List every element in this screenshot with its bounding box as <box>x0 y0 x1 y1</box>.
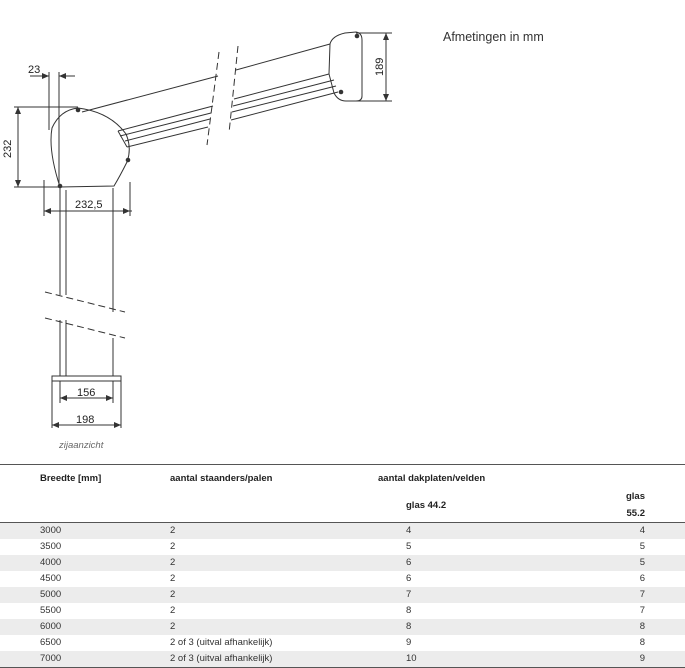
cell-glass-a: 5 <box>406 541 412 552</box>
gutter-profile <box>328 31 363 102</box>
cell-posts: 2 <box>170 541 176 552</box>
cell-posts: 2 <box>170 621 176 632</box>
roof-beam-upper <box>230 43 339 121</box>
cell-width: 4000 <box>40 557 62 568</box>
cell-width: 4500 <box>40 573 62 584</box>
cell-glass-a: 6 <box>406 573 412 584</box>
dim-head-width: 232,5 <box>75 199 103 211</box>
cell-posts: 2 <box>170 605 176 616</box>
units-label: Afmetingen in mm <box>443 30 544 44</box>
cell-glass-b: 5 <box>639 541 645 552</box>
cell-glass-a: 4 <box>406 525 412 536</box>
spec-table: Breedte [mm] aantal staanders/palen aant… <box>0 464 685 668</box>
cell-posts: 2 of 3 (uitval afhankelijk) <box>170 653 273 664</box>
dim-head-height: 232 <box>2 140 14 158</box>
table-row: 3000 2 4 4 <box>0 522 685 539</box>
cell-glass-a: 9 <box>406 637 412 648</box>
cell-width: 5000 <box>40 589 62 600</box>
col-header-posts: aantal staanders/palen <box>170 473 273 484</box>
table-row: 4000 2 6 5 <box>0 555 685 571</box>
cell-posts: 2 <box>170 525 176 536</box>
cell-glass-a: 8 <box>406 605 412 616</box>
cell-glass-b: 4 <box>639 525 645 536</box>
cell-posts: 2 of 3 (uitval afhankelijk) <box>170 637 273 648</box>
cell-glass-b: 8 <box>639 621 645 632</box>
table-row: 5500 2 8 7 <box>0 603 685 619</box>
cell-posts: 2 <box>170 557 176 568</box>
cell-glass-b: 5 <box>639 557 645 568</box>
cell-glass-a: 10 <box>406 653 417 664</box>
dim-gutter-height: 189 <box>374 58 386 76</box>
cell-width: 5500 <box>40 605 62 616</box>
cell-posts: 2 <box>170 589 176 600</box>
cell-glass-a: 7 <box>406 589 412 600</box>
cell-glass-b: 7 <box>639 605 645 616</box>
dim-base-width: 198 <box>76 414 94 426</box>
cell-width: 6500 <box>40 637 62 648</box>
cell-glass-a: 8 <box>406 621 412 632</box>
base-plate <box>51 375 122 382</box>
roof-beam-lower <box>81 75 219 148</box>
cell-width: 7000 <box>40 653 62 664</box>
dim-post-width: 156 <box>77 387 95 399</box>
table-header-row: Breedte [mm] aantal staanders/palen aant… <box>0 465 685 489</box>
table-row: 6000 2 8 8 <box>0 619 685 635</box>
cell-glass-b: 7 <box>639 589 645 600</box>
side-view-drawing: 23 232 232,5 189 156 198 zijaanzicht <box>2 31 392 451</box>
table-row: 4500 2 6 6 <box>0 571 685 587</box>
table-subheader-row: glas 44.2 glas 55.2 <box>0 488 685 523</box>
cell-posts: 2 <box>170 573 176 584</box>
cell-width: 6000 <box>40 621 62 632</box>
col-header-width: Breedte [mm] <box>40 473 102 484</box>
table-row: 3500 2 5 5 <box>0 539 685 555</box>
view-caption: zijaanzicht <box>58 440 104 451</box>
col-header-glass-b: glas 55.2 <box>625 491 645 519</box>
table-row: 5000 2 7 7 <box>0 587 685 603</box>
head-profile <box>50 107 130 188</box>
col-header-glass-a: glas 44.2 <box>406 499 447 511</box>
cell-glass-b: 8 <box>639 637 645 648</box>
cell-width: 3500 <box>40 541 62 552</box>
table-row: 7000 2 of 3 (uitval afhankelijk) 10 9 <box>0 651 685 668</box>
cell-width: 3000 <box>40 525 62 536</box>
col-header-panels: aantal dakplaten/velden <box>378 473 486 484</box>
beam-break-lines <box>206 45 239 146</box>
post-profile <box>44 187 126 376</box>
cell-glass-b: 9 <box>639 653 645 664</box>
table-row: 6500 2 of 3 (uitval afhankelijk) 9 8 <box>0 635 685 651</box>
col-header-empty <box>608 465 685 489</box>
cell-glass-a: 6 <box>406 557 412 568</box>
dim-top-offset: 23 <box>28 64 40 76</box>
cell-glass-b: 6 <box>639 573 645 584</box>
